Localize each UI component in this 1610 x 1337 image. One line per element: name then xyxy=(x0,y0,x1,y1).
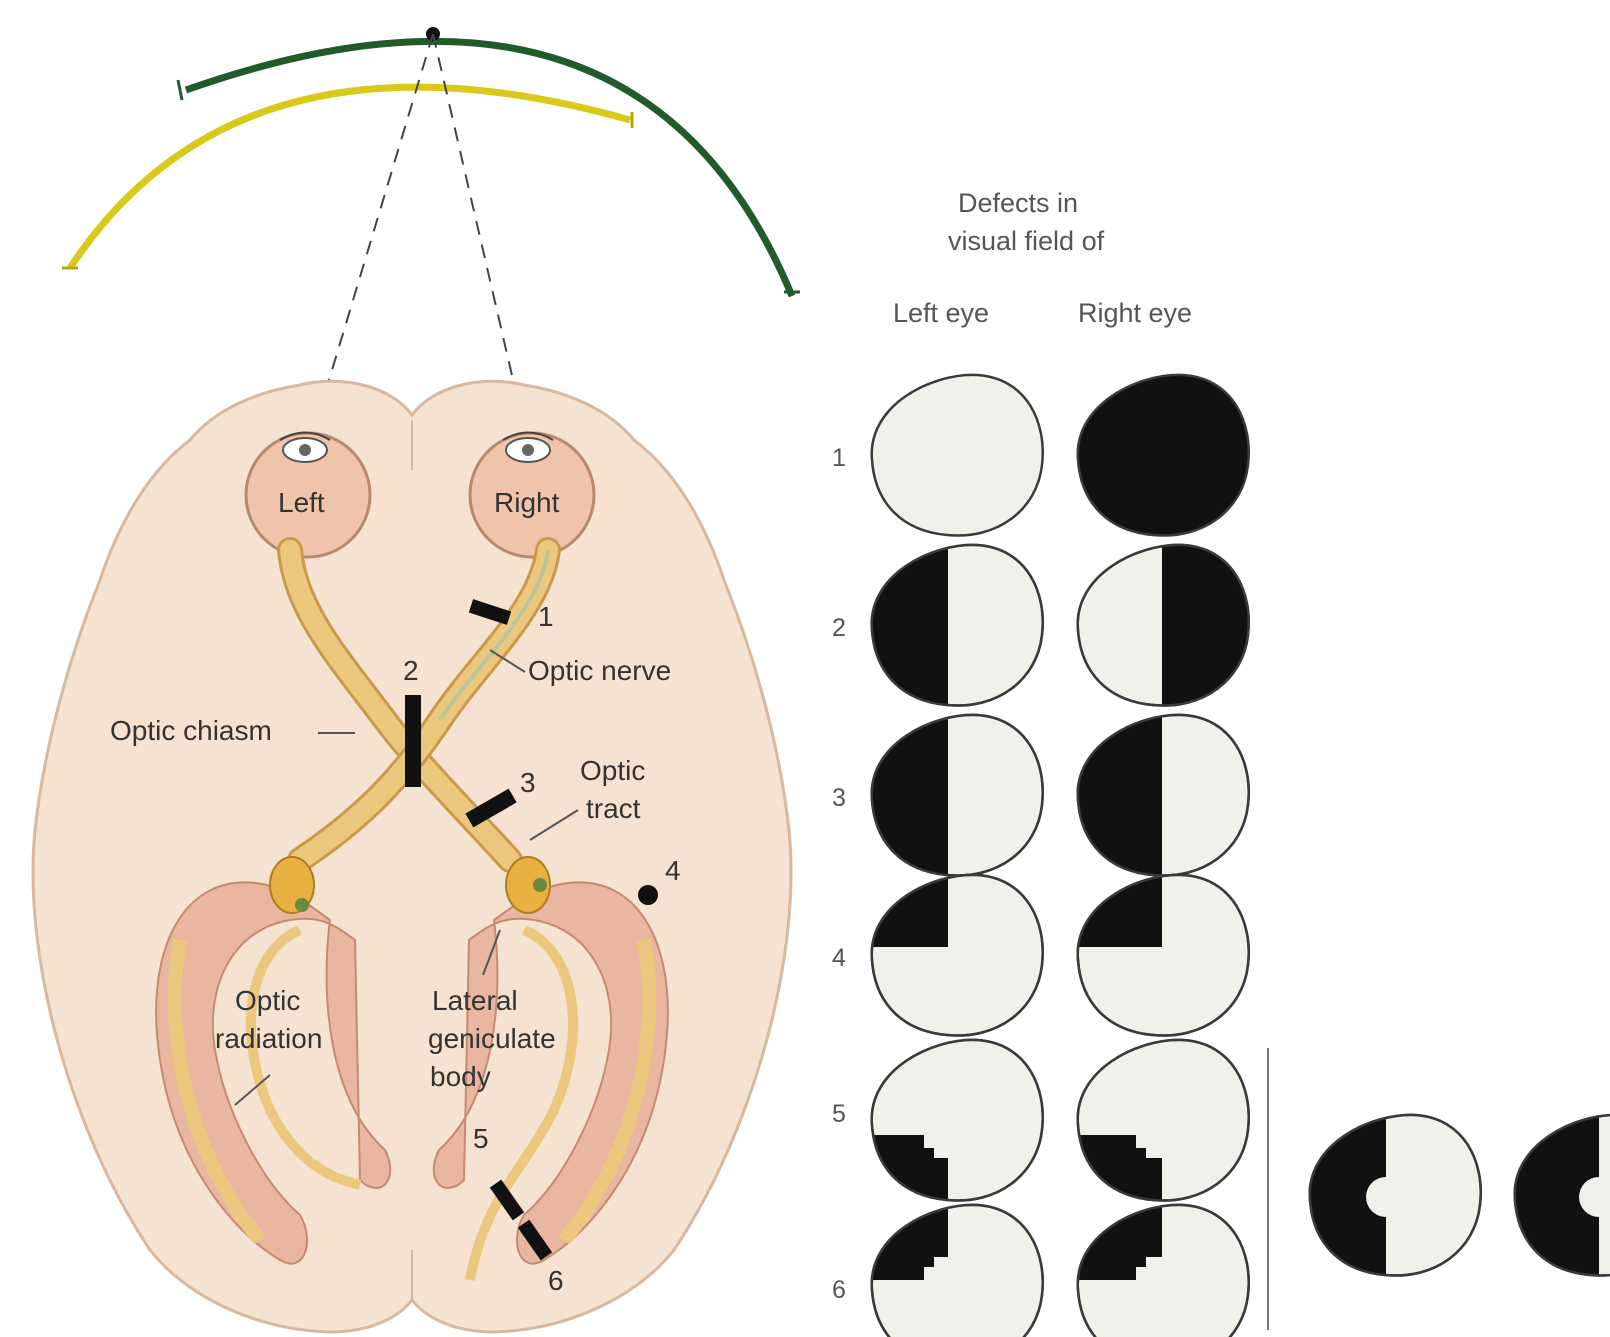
field-3-left-eye xyxy=(870,713,1044,877)
field-5-right-eye xyxy=(1076,1038,1250,1202)
label-optic-radiation-2: radiation xyxy=(215,1023,322,1054)
label-lgb-1: Lateral xyxy=(432,985,518,1016)
lesion-6 xyxy=(517,1219,553,1261)
label-optic-chiasm: Optic chiasm xyxy=(110,715,272,746)
row-number-4: 4 xyxy=(832,944,846,972)
row-number-2: 2 xyxy=(832,614,846,642)
field-1-left-eye xyxy=(870,373,1044,537)
field-6-right-eye xyxy=(1076,1203,1250,1337)
field-3-right-eye xyxy=(1076,713,1250,877)
label-optic-radiation-1: Optic xyxy=(235,985,300,1016)
field-2-left-eye xyxy=(870,543,1044,707)
panel-header-line-2: visual field of xyxy=(948,226,1105,256)
column-header-left-eye: Left eye xyxy=(893,298,989,328)
field-4-right-eye xyxy=(1076,873,1250,1037)
column-header-right-eye: Right eye xyxy=(1078,298,1192,328)
field-combined-right-eye xyxy=(1513,1113,1610,1277)
lesion-number-3: 3 xyxy=(520,767,536,798)
lesion-2 xyxy=(405,695,421,787)
right-lateral-geniculate-body xyxy=(505,856,551,914)
field-defect-panel: Defects in visual field of Left eye Righ… xyxy=(832,188,1610,1337)
lesion-3 xyxy=(465,788,517,828)
lesion-number-1: 1 xyxy=(538,601,554,632)
label-lgb-3: body xyxy=(430,1061,491,1092)
field-5-left-eye xyxy=(870,1038,1044,1202)
lesion-5 xyxy=(489,1179,525,1221)
lesion-1 xyxy=(468,599,512,625)
label-optic-tract-2: tract xyxy=(586,793,641,824)
row-number-6: 6 xyxy=(832,1276,846,1304)
label-eye-right: Right xyxy=(494,487,560,518)
inner-field-arc xyxy=(67,83,631,270)
optic-radiations xyxy=(155,881,669,1281)
field-4-left-eye xyxy=(870,873,1044,1037)
field-combined-left-eye xyxy=(1308,1113,1482,1277)
lesion-number-4: 4 xyxy=(665,855,681,886)
lesion-number-6: 6 xyxy=(548,1265,564,1296)
left-eye xyxy=(244,431,372,559)
field-6-left-eye xyxy=(870,1203,1044,1337)
label-leaders xyxy=(234,649,579,1106)
label-eye-left: Left xyxy=(278,487,325,518)
visual-field-arcs xyxy=(62,27,800,411)
outer-field-arc xyxy=(184,37,796,298)
panel-header-line-1: Defects in xyxy=(958,188,1078,218)
lesion-number-2: 2 xyxy=(403,655,419,686)
anatomy-labels: Left Right Optic nerve Optic chiasm Opti… xyxy=(110,487,671,1092)
right-eye xyxy=(468,431,596,559)
row-number-5: 5 xyxy=(832,1100,846,1128)
field-1-right-eye xyxy=(1076,373,1250,537)
row-number-3: 3 xyxy=(832,784,846,812)
label-lgb-2: geniculate xyxy=(428,1023,556,1054)
lesion-4 xyxy=(638,885,658,905)
label-optic-nerve: Optic nerve xyxy=(528,655,671,686)
label-optic-tract-1: Optic xyxy=(580,755,645,786)
lesion-number-5: 5 xyxy=(473,1123,489,1154)
field-2-right-eye xyxy=(1076,543,1250,707)
optic-pathway xyxy=(269,537,561,914)
lesion-markers xyxy=(405,599,658,1261)
lesion-numbers: 1 2 3 4 5 6 xyxy=(403,601,681,1296)
row-number-1: 1 xyxy=(832,444,846,472)
